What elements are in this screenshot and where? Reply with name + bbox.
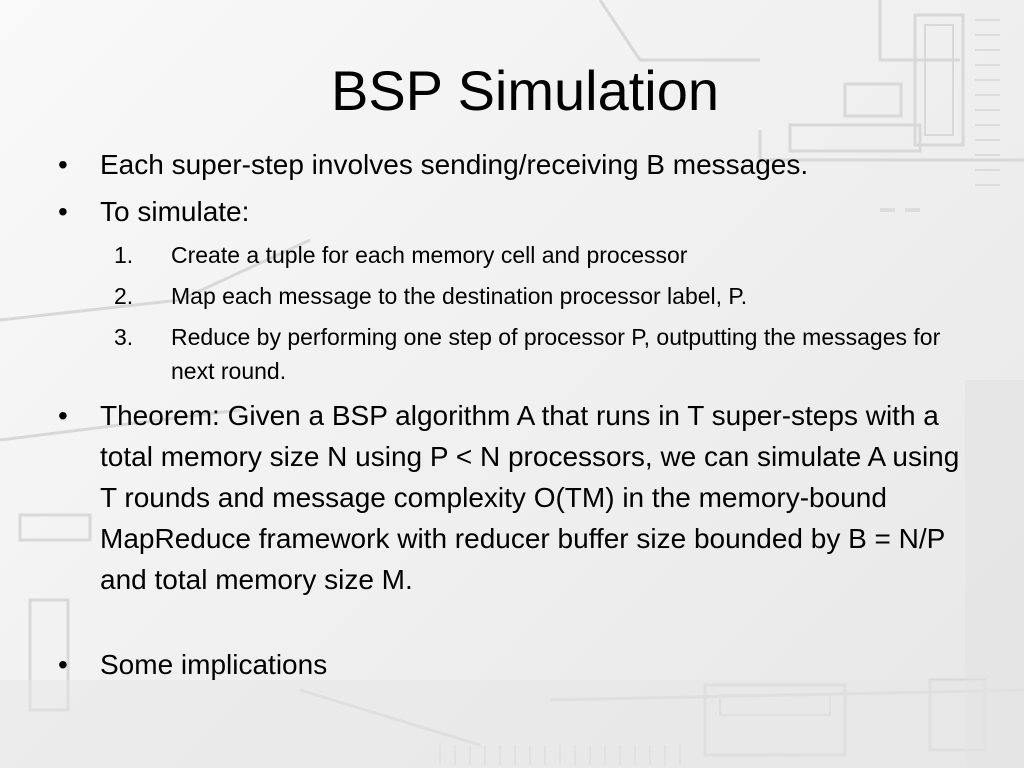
step-text: Create a tuple for each memory cell and …: [171, 242, 688, 268]
spacer: [56, 606, 976, 644]
step-number: 3.: [114, 324, 134, 350]
slide-title: BSP Simulation: [330, 59, 720, 122]
step-number: 1.: [114, 242, 134, 268]
bullet-marker: •: [58, 400, 68, 431]
step-text: Reduce by performing one step of process…: [171, 324, 941, 384]
bullet-to-simulate: • To simulate:: [56, 191, 976, 232]
bullet-super-step: • Each super-step involves sending/recei…: [56, 144, 976, 185]
bullet-marker: •: [58, 196, 68, 227]
step-item-2: 2. Map each message to the destination p…: [56, 279, 976, 313]
bullet-text: To simulate:: [100, 196, 250, 227]
bullet-text: Theorem: Given a BSP algorithm A that ru…: [100, 400, 960, 595]
bullet-implications: • Some implications: [56, 644, 976, 685]
bullet-marker: •: [58, 649, 68, 680]
step-item-1: 1. Create a tuple for each memory cell a…: [56, 238, 976, 272]
step-item-3: 3. Reduce by performing one step of proc…: [56, 320, 976, 388]
step-number: 2.: [114, 283, 134, 309]
step-text: Map each message to the destination proc…: [171, 283, 748, 309]
bullet-marker: •: [58, 149, 68, 180]
slide-body: • Each super-step involves sending/recei…: [56, 144, 976, 691]
bullet-theorem: • Theorem: Given a BSP algorithm A that …: [56, 395, 976, 600]
bullet-text: Some implications: [100, 649, 328, 680]
bullet-text: Each super-step involves sending/receivi…: [100, 149, 809, 180]
